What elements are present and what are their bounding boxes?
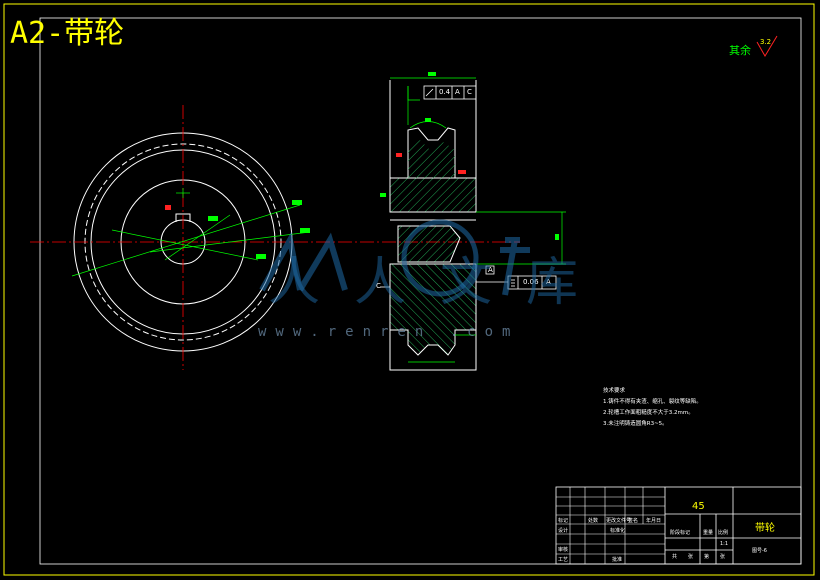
- tb-stage-label: 阶段标记: [670, 530, 691, 536]
- technical-notes: 技术要求 1.铸件不得有夹渣、缩孔、裂纹等缺陷。 2.轮槽工作面粗糙度不大于3.…: [603, 386, 702, 430]
- title-block: [555, 486, 802, 565]
- tech-note-2: 2.轮槽工作面粗糙度不大于3.2mm。: [603, 410, 694, 416]
- tb-mid-label-1: 批准: [612, 557, 623, 563]
- datum-a-label: A: [488, 266, 493, 274]
- watermark-glyphs: 人人文库: [268, 253, 613, 313]
- tb-row-label-4: 年月日: [646, 518, 662, 524]
- tech-note-0: 技术要求: [603, 388, 626, 394]
- front-view: [30, 105, 520, 370]
- tolerance-2-datum: A: [546, 278, 551, 286]
- tb-bottom-label-2: 第: [704, 554, 710, 560]
- inner-frame: [39, 17, 802, 565]
- tb-left-label-2: 工艺: [558, 557, 569, 563]
- watermark-logo: [259, 219, 530, 297]
- tb-weight-label: 重量: [703, 530, 714, 536]
- roughness-value: 3.2: [760, 38, 772, 46]
- tb-bottom-label-0: 共: [672, 554, 678, 560]
- tech-note-1: 1.铸件不得有夹渣、缩孔、裂纹等缺陷。: [603, 399, 702, 405]
- tb-row-label-1: 处数: [588, 518, 599, 524]
- title-block-part-name: 带轮: [755, 523, 775, 534]
- tech-note-3: 3.未注明铸造圆角R3~5。: [603, 421, 668, 427]
- roughness-other-label: 其余: [729, 44, 751, 57]
- tolerance-1-value: 0.4: [439, 88, 451, 96]
- roughness-icon: [756, 35, 778, 57]
- tolerance-2-value: 0.06: [523, 278, 539, 286]
- tb-scale-value: 1:1: [720, 541, 729, 547]
- tolerance-1-datum-a: A: [455, 88, 460, 96]
- tb-left-label-0: 设计: [558, 528, 569, 534]
- tolerance-1-datum-c: C: [467, 88, 472, 96]
- title-block-material: 45: [692, 501, 705, 512]
- tb-left-label-1: 审核: [558, 547, 569, 553]
- tb-scale-label: 比例: [718, 530, 729, 536]
- drawing-title: A2-带轮: [10, 16, 125, 51]
- tb-mid-label-0: 标准化: [610, 528, 626, 534]
- datum-c-label: C: [376, 282, 381, 290]
- tb-row-label-0: 标记: [558, 518, 569, 524]
- watermark-url: www.renren .com: [258, 324, 520, 340]
- tb-bottom-label-1: 张: [688, 554, 694, 560]
- title-block-drawing-no: 图号-6: [752, 548, 767, 554]
- tb-row-label-3: 签名: [628, 518, 639, 524]
- tb-bottom-label-3: 张: [720, 554, 726, 560]
- outer-frame: [3, 3, 815, 576]
- tb-row-label-2: 更改文件号: [606, 518, 632, 524]
